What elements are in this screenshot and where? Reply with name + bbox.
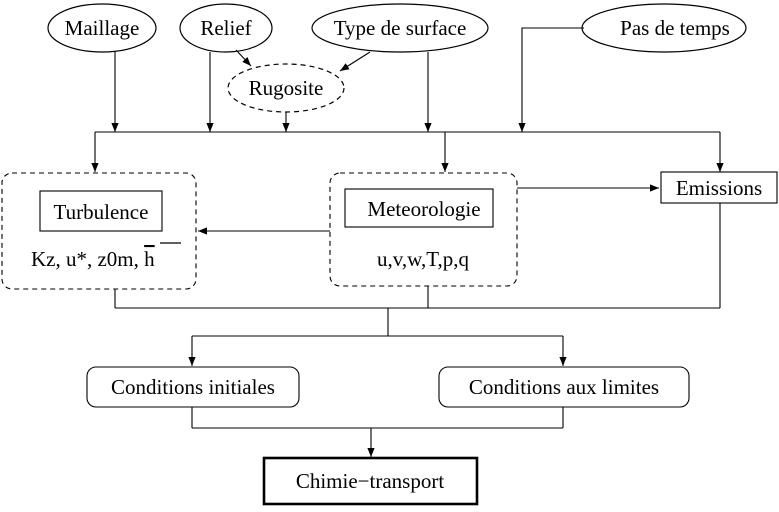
node-pas-temps: Pas de temps — [581, 3, 747, 53]
turbulence-vars-prefix: Kz, u*, z0m, — [31, 247, 144, 271]
turbulence-title: Turbulence — [54, 200, 149, 224]
node-conditions-limites: Conditions aux limites — [438, 366, 690, 408]
node-rugosite-label: Rugosite — [249, 76, 324, 100]
node-pas-temps-label: Pas de temps — [620, 16, 730, 40]
node-type-surface-label: Type de surface — [334, 16, 467, 40]
node-rugosite: Rugosite — [227, 63, 345, 113]
edge-relief-rugosite — [235, 49, 252, 67]
distribution-bus — [91, 131, 724, 172]
module-edges — [198, 184, 659, 235]
module-turbulence: Turbulence Kz, u*, z0m, h — [1, 172, 197, 290]
input-edges — [111, 27, 584, 132]
output-edges — [191, 407, 564, 457]
edge-surface-rugosite — [339, 51, 371, 72]
turbulence-vars: Kz, u*, z0m, h — [31, 247, 155, 271]
node-relief-label: Relief — [200, 16, 251, 40]
conditions-limites-label: Conditions aux limites — [469, 375, 659, 399]
node-emissions: Emissions — [660, 171, 778, 204]
node-chimie-transport: Chimie−transport — [262, 456, 479, 506]
node-relief: Relief — [179, 3, 273, 53]
conditions-initiales-label: Conditions initiales — [111, 375, 275, 399]
node-maillage-label: Maillage — [65, 16, 140, 40]
module-meteorologie: Meteorologie u,v,w,T,p,q — [329, 172, 518, 287]
turbulence-vars-hbar: h — [144, 247, 155, 271]
node-conditions-initiales: Conditions initiales — [86, 366, 300, 408]
meteorologie-title: Meteorologie — [367, 197, 480, 221]
node-maillage: Maillage — [47, 3, 157, 53]
meteorologie-vars: u,v,w,T,p,q — [377, 247, 469, 271]
collection-bus — [114, 203, 721, 366]
edge-pas-temps-bus — [518, 27, 584, 132]
chimie-transport-label: Chimie−transport — [296, 469, 444, 493]
node-type-surface: Type de surface — [311, 3, 489, 53]
node-emissions-label: Emissions — [676, 176, 762, 200]
